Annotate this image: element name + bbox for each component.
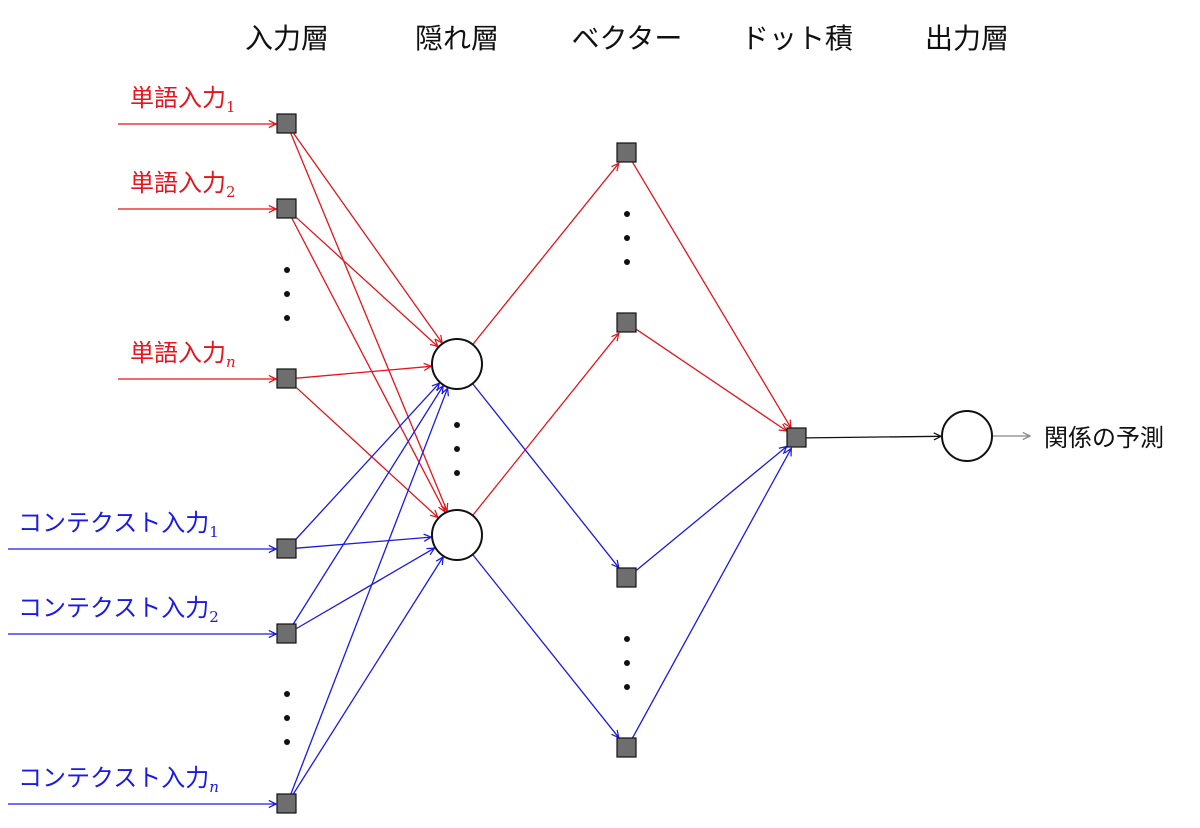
edge-context-1-hidden-top xyxy=(295,383,440,540)
vector-node-4 xyxy=(616,737,637,758)
hidden-node-bottom xyxy=(431,509,483,561)
edge-vector-2-dot xyxy=(636,328,787,431)
ellipsis-word-inputs xyxy=(284,267,290,321)
header-output-layer: 出力層 xyxy=(925,22,1009,55)
ellipsis-hidden xyxy=(454,422,460,476)
edge-hidden-bottom-vector-2 xyxy=(472,333,619,516)
edge-hidden-bottom-vector-4 xyxy=(472,554,619,738)
edge-word-2-hidden-bottom xyxy=(291,218,445,512)
context-input-node-1 xyxy=(276,538,297,559)
edge-word-3-hidden-top xyxy=(296,366,432,379)
context-input-label-2: コンテクスト入力2 xyxy=(18,594,219,626)
edge-vector-1-dot xyxy=(632,162,791,428)
edge-word-1-hidden-top xyxy=(293,133,442,343)
edge-hidden-top-vector-1 xyxy=(472,163,619,345)
header-hidden-layer: 隠れ層 xyxy=(415,22,499,55)
output-node xyxy=(941,410,993,462)
context-input-label-n: コンテクスト入力n xyxy=(18,764,219,796)
ellipsis-vector-upper xyxy=(624,211,630,265)
vector-node-2 xyxy=(616,312,637,333)
edge-word-3-hidden-bottom xyxy=(296,387,438,518)
header-input-layer: 入力層 xyxy=(245,22,329,55)
edge-word-1-hidden-bottom xyxy=(290,133,447,512)
edge-context-3-hidden-bottom xyxy=(292,557,443,795)
word-input-label-1: 単語入力1 xyxy=(130,84,236,116)
word-input-label-n: 単語入力n xyxy=(130,339,236,371)
output-label: 関係の予測 xyxy=(1044,424,1164,452)
hidden-node-top xyxy=(431,338,483,390)
edge-dot-output xyxy=(806,436,942,438)
edge-context-2-hidden-bottom xyxy=(296,548,435,630)
word-input-node-1 xyxy=(276,113,297,134)
vector-node-3 xyxy=(616,567,637,588)
context-input-node-n xyxy=(276,793,297,814)
context-input-node-2 xyxy=(276,623,297,644)
ellipsis-context-inputs xyxy=(284,691,290,745)
edge-vector-3-dot xyxy=(636,447,787,571)
context-input-label-1: コンテクスト入力1 xyxy=(18,509,219,541)
edge-vector-4-dot xyxy=(631,448,791,739)
edge-hidden-top-vector-3 xyxy=(472,383,619,568)
edge-context-2-hidden-top xyxy=(292,386,443,625)
header-dot-product: ドット積 xyxy=(741,22,853,55)
word-input-label-2: 単語入力2 xyxy=(130,169,236,201)
word-input-node-n xyxy=(276,368,297,389)
edge-context-3-hidden-top xyxy=(290,388,448,795)
word-input-node-2 xyxy=(276,198,297,219)
dot-product-node xyxy=(786,427,807,448)
edge-context-1-hidden-bottom xyxy=(296,537,432,549)
ellipsis-vector-lower xyxy=(624,636,630,690)
vector-node-1 xyxy=(616,142,637,163)
edges xyxy=(8,124,1030,804)
header-vector: ベクター xyxy=(572,22,683,55)
edge-word-2-hidden-top xyxy=(296,217,438,347)
